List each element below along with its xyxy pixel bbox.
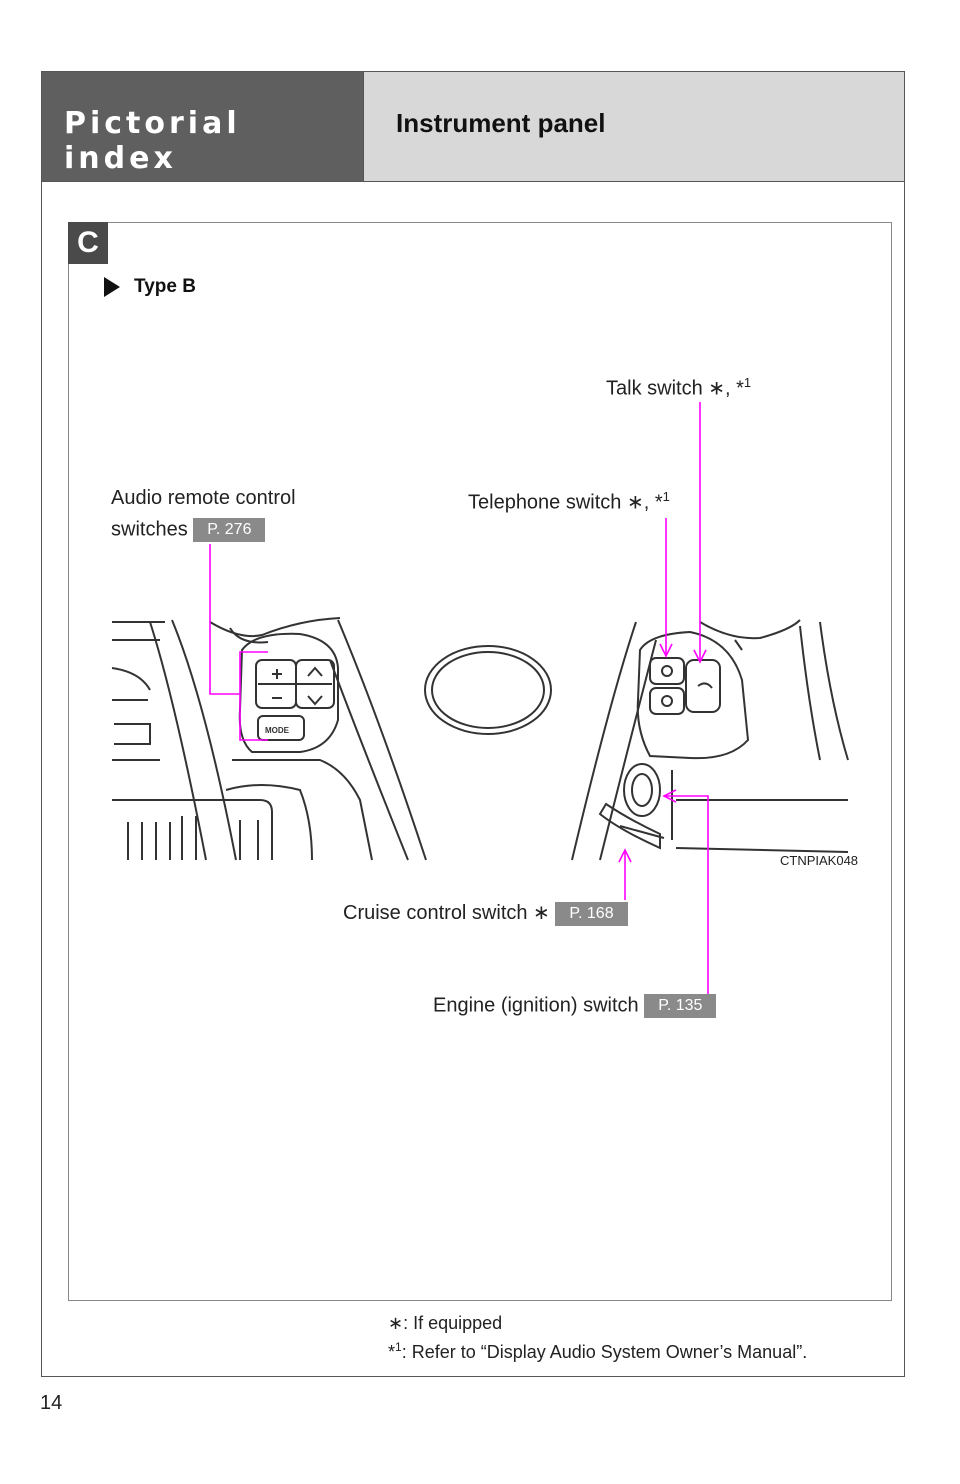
audio-ref-badge[interactable]: P. 276 (193, 518, 266, 542)
telephone-callout: Telephone switch ∗, *1 (468, 489, 670, 515)
type-heading: Type B (104, 276, 196, 298)
talk-callout: Talk switch ∗, *1 (606, 375, 751, 401)
cruise-callout-text: Cruise control switch ∗ (343, 902, 550, 924)
mode-button-label: MODE (265, 726, 290, 735)
page-header: Pictorial index Instrument panel (41, 71, 905, 182)
talk-callout-sup: 1 (743, 375, 752, 390)
footnote-manual: *1: Refer to “Display Audio System Owner… (388, 1340, 807, 1363)
talk-callout-text: Talk switch ∗, * (606, 377, 744, 400)
cruise-callout: Cruise control switch ∗ P. 168 (343, 900, 628, 926)
triangle-bullet-icon (104, 277, 120, 297)
figure-code: CTNPIAK048 (780, 853, 859, 868)
footnote-equipped: ∗: If equipped (388, 1313, 503, 1333)
cruise-ref-badge[interactable]: P. 168 (555, 901, 628, 926)
engine-callout: Engine (ignition) switch P. 135 (433, 994, 717, 1018)
figure-box (68, 222, 892, 1301)
page-title: Instrument panel (396, 108, 606, 138)
section-tab: Pictorial index (42, 72, 363, 181)
audio-callout-line1: Audio remote control (111, 487, 296, 509)
section-title: Pictorial index (64, 106, 241, 176)
title-bar: Instrument panel (363, 72, 904, 181)
footnote-manual-text: : Refer to “Display Audio System Owner’s… (401, 1342, 808, 1362)
section-badge: C (68, 222, 108, 264)
telephone-callout-sup: 1 (662, 489, 670, 504)
footnote-manual-prefix: * (388, 1342, 396, 1362)
footnote-manual-sup: 1 (395, 1340, 402, 1354)
page-number: 14 (40, 1392, 63, 1414)
audio-callout: switches P. 276 (111, 518, 266, 542)
type-label: Type B (134, 276, 196, 297)
telephone-callout-text: Telephone switch ∗, * (468, 491, 663, 514)
engine-callout-text: Engine (ignition) switch (433, 994, 639, 1017)
engine-ref-badge[interactable]: P. 135 (644, 994, 717, 1018)
audio-callout-line2: switches (111, 518, 188, 541)
